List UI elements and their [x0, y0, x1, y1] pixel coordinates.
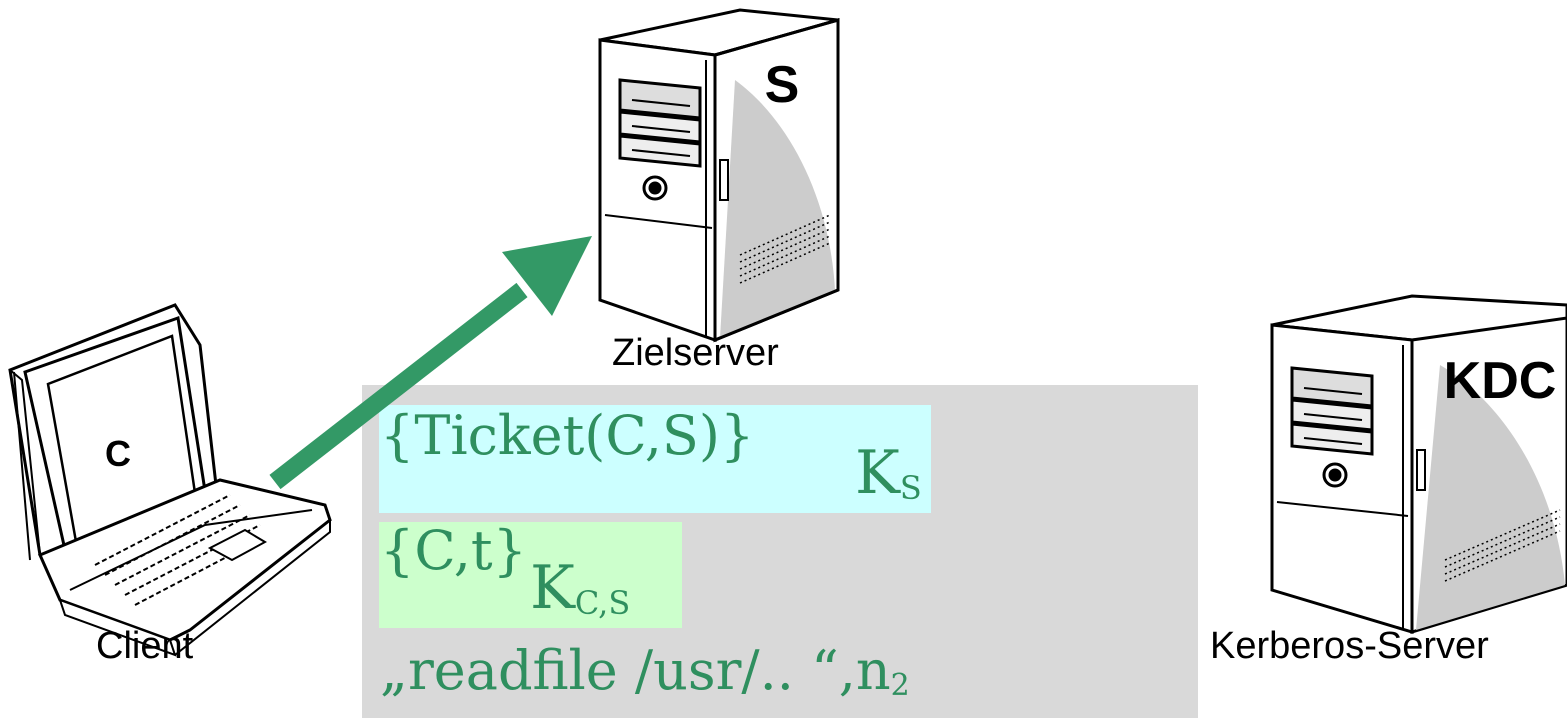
server-s-letter: S: [765, 56, 800, 114]
request-text-subscript: 2: [890, 668, 910, 703]
client-letter: C: [105, 433, 131, 474]
client-laptop-icon: [8, 303, 332, 657]
request-arrow: [269, 236, 592, 490]
kdc-caption: Kerberos-Server: [1210, 625, 1489, 667]
client-caption: Client: [96, 625, 194, 667]
request-text: „readfile /usr/.. “,n2: [380, 640, 910, 717]
kdc-server-icon: [1270, 294, 1567, 635]
authenticator-highlight: [379, 522, 682, 628]
authenticator-key-subscript: C,S: [574, 584, 631, 622]
kdc-letter: KDC: [1444, 352, 1557, 410]
server-s-icon: [598, 8, 840, 343]
ticket-key-subscript: S: [899, 469, 922, 507]
ticket-highlight: [379, 405, 931, 513]
request-text-main: „readfile /usr/.. “,n: [380, 639, 891, 702]
server-s-caption: Zielserver: [612, 332, 779, 374]
ticket-text: {Ticket(C,S)}: [380, 404, 755, 467]
ticket-key-letter: K: [855, 438, 900, 508]
authenticator-text: {C,t}: [380, 519, 527, 582]
authenticator-key: KC,S: [530, 555, 630, 636]
ticket-key: KS: [855, 440, 922, 521]
authenticator-key-letter: K: [530, 553, 575, 623]
